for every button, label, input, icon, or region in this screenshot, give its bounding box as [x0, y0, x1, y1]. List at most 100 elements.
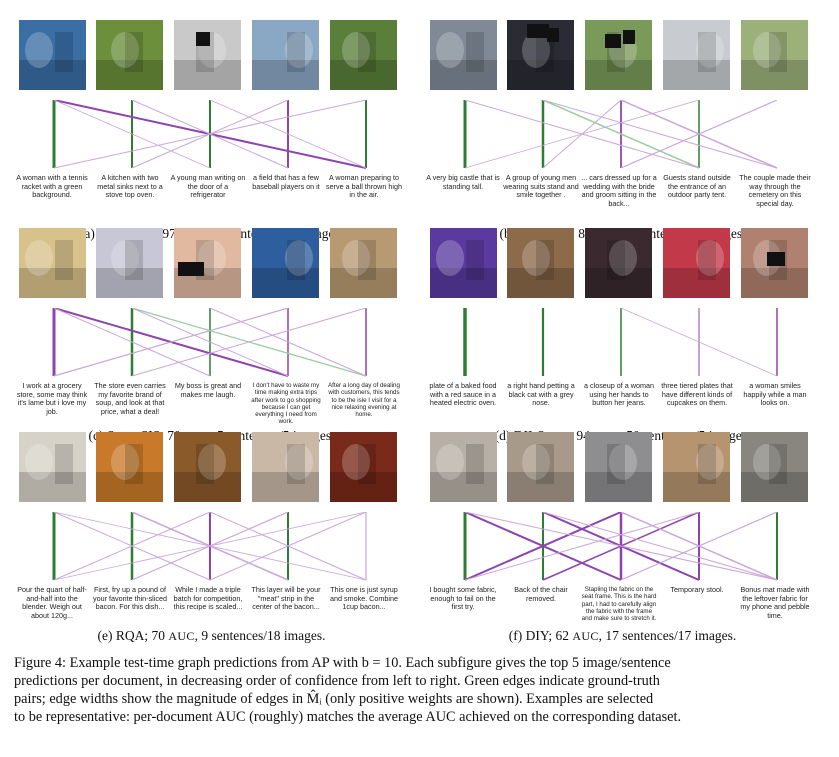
sentence-text: I bought some fabric, enough to fail on … [429, 585, 497, 612]
censor-bar [196, 32, 210, 46]
figure-caption-line-3: pairs; edge widths show the magnitude of… [14, 691, 654, 707]
image-thumbnail [252, 20, 319, 90]
image-thumbnail [507, 432, 574, 502]
sentence-text: A young man writing on the door of a ref… [170, 173, 246, 200]
image-thumbnail [741, 432, 808, 502]
sentence-text: I don't have to waste my time making ext… [251, 382, 321, 426]
bipartite-edges [463, 512, 778, 581]
image-thumbnail [174, 432, 241, 502]
image-thumbnail [430, 432, 497, 502]
predicted-edge [620, 308, 778, 377]
subfigure-d: plate of a baked food with a red sauce i… [425, 228, 820, 443]
image-row [425, 432, 820, 510]
predicted-edge [620, 512, 778, 581]
image-thumbnail [330, 432, 397, 502]
sentence-text: three tiered plates that have different … [661, 381, 733, 408]
predicted-edge [53, 512, 211, 581]
predicted-edge [620, 100, 778, 169]
sentence-text: A group of young men wearing suits stand… [503, 173, 579, 200]
image-thumbnail [585, 432, 652, 502]
image-thumbnail [96, 228, 163, 298]
sentence-text: I work at a grocery store, some may thin… [16, 381, 88, 416]
image-thumbnail [430, 20, 497, 90]
sentence-text: The couple made their way through the ce… [739, 173, 811, 208]
predicted-edge [209, 308, 367, 377]
image-row [425, 228, 820, 306]
image-thumbnail [741, 20, 808, 90]
sentence-text: Stapling the fabric on the seat frame. T… [581, 586, 657, 623]
image-thumbnail [430, 228, 497, 298]
image-thumbnail [507, 228, 574, 298]
predicted-edge [209, 100, 367, 169]
sentence-text: Pour the quart of half-and-half into the… [17, 585, 87, 620]
sentence-text: Temporary stool. [670, 585, 724, 594]
sentence-text: The store even carries my favorite brand… [94, 381, 166, 416]
image-thumbnail [507, 20, 574, 90]
censor-bar [178, 262, 204, 276]
image-thumbnail [174, 20, 241, 90]
sentence-text: This one is just syrup and smoke. Combin… [330, 585, 398, 612]
sentence-text: a right hand petting a black cat with a … [507, 381, 575, 408]
sentence-text: ... cars dressed up for a wedding with t… [581, 173, 657, 208]
image-thumbnail [663, 228, 730, 298]
predicted-edge [53, 512, 367, 581]
image-thumbnail [96, 432, 163, 502]
image-thumbnail [663, 432, 730, 502]
censor-bar [605, 34, 621, 48]
subfigure-caption: (f) DIY; 62 AUC, 17 sentences/17 images. [425, 628, 820, 644]
caption-suffix: , 17 sentences/17 images. [598, 628, 737, 643]
sentence-text: First, fry up a pound of your favorite t… [93, 585, 167, 612]
censor-bar [547, 28, 559, 42]
image-thumbnail [252, 432, 319, 502]
predicted-edge [53, 100, 211, 169]
bipartite-edges [463, 100, 778, 169]
caption-auc: AUC [168, 629, 195, 643]
sentence-text: My boss is great and makes me laugh. [174, 381, 242, 399]
figure-caption: Figure 4: Example test-time graph predic… [14, 654, 829, 726]
image-thumbnail [174, 228, 241, 298]
sentence-text: a field that has a few baseball players … [252, 173, 320, 191]
predicted-edge [542, 512, 778, 581]
sentence-text: a closeup of a woman using her hands to … [584, 381, 654, 408]
sentence-text: plate of a baked food with a red sauce i… [429, 381, 497, 408]
image-thumbnail [252, 228, 319, 298]
bipartite-edges [463, 308, 778, 377]
predicted-edge [464, 100, 700, 169]
predicted-edge [464, 512, 778, 581]
image-thumbnail [663, 20, 730, 90]
predicted-edge [53, 308, 289, 377]
predicted-edge [542, 100, 778, 169]
image-row [14, 20, 409, 98]
image-thumbnail [330, 228, 397, 298]
predicted-edge [53, 308, 211, 377]
image-row [14, 228, 409, 306]
image-thumbnail [585, 228, 652, 298]
sentence-text: Guests stand outside the entrance of an … [663, 173, 731, 200]
image-thumbnail [585, 20, 652, 90]
bipartite-edges [52, 100, 367, 169]
bipartite-edges [52, 308, 367, 377]
sentence-text: A woman preparing to serve a ball thrown… [326, 173, 402, 200]
sentence-text: A kitchen with two metal sinks next to a… [97, 173, 163, 200]
predicted-edge [464, 512, 700, 581]
caption-auc: AUC [572, 629, 599, 643]
subfigure-caption: (e) RQA; 70 AUC, 9 sentences/18 images. [14, 628, 409, 644]
figure-caption-line-2: predictions per document, in decreasing … [14, 673, 660, 689]
subfigure-a: A woman with a tennis racket with a gree… [14, 20, 409, 241]
image-thumbnail [19, 432, 86, 502]
image-thumbnail [741, 228, 808, 298]
image-thumbnail [19, 20, 86, 90]
sentence-text: Bonus mat made with the leftover fabric … [740, 585, 810, 620]
subfigure-f: I bought some fabric, enough to fail on … [425, 432, 820, 643]
subfigure-c: I work at a grocery store, some may thin… [14, 228, 409, 443]
image-thumbnail [19, 228, 86, 298]
sentence-text: While I made a triple batch for competit… [173, 585, 243, 612]
caption-suffix: , 9 sentences/18 images. [194, 628, 326, 643]
image-row [14, 432, 409, 510]
figure-caption-line-4: to be representative: per-document AUC (… [14, 709, 682, 725]
ground-truth-edge [542, 100, 700, 169]
subfigure-e: Pour the quart of half-and-half into the… [14, 432, 409, 643]
sentence-text: A woman with a tennis racket with a gree… [16, 173, 88, 200]
sentence-text: a woman smiles happily while a man looks… [743, 381, 807, 408]
predicted-edge [464, 512, 622, 581]
